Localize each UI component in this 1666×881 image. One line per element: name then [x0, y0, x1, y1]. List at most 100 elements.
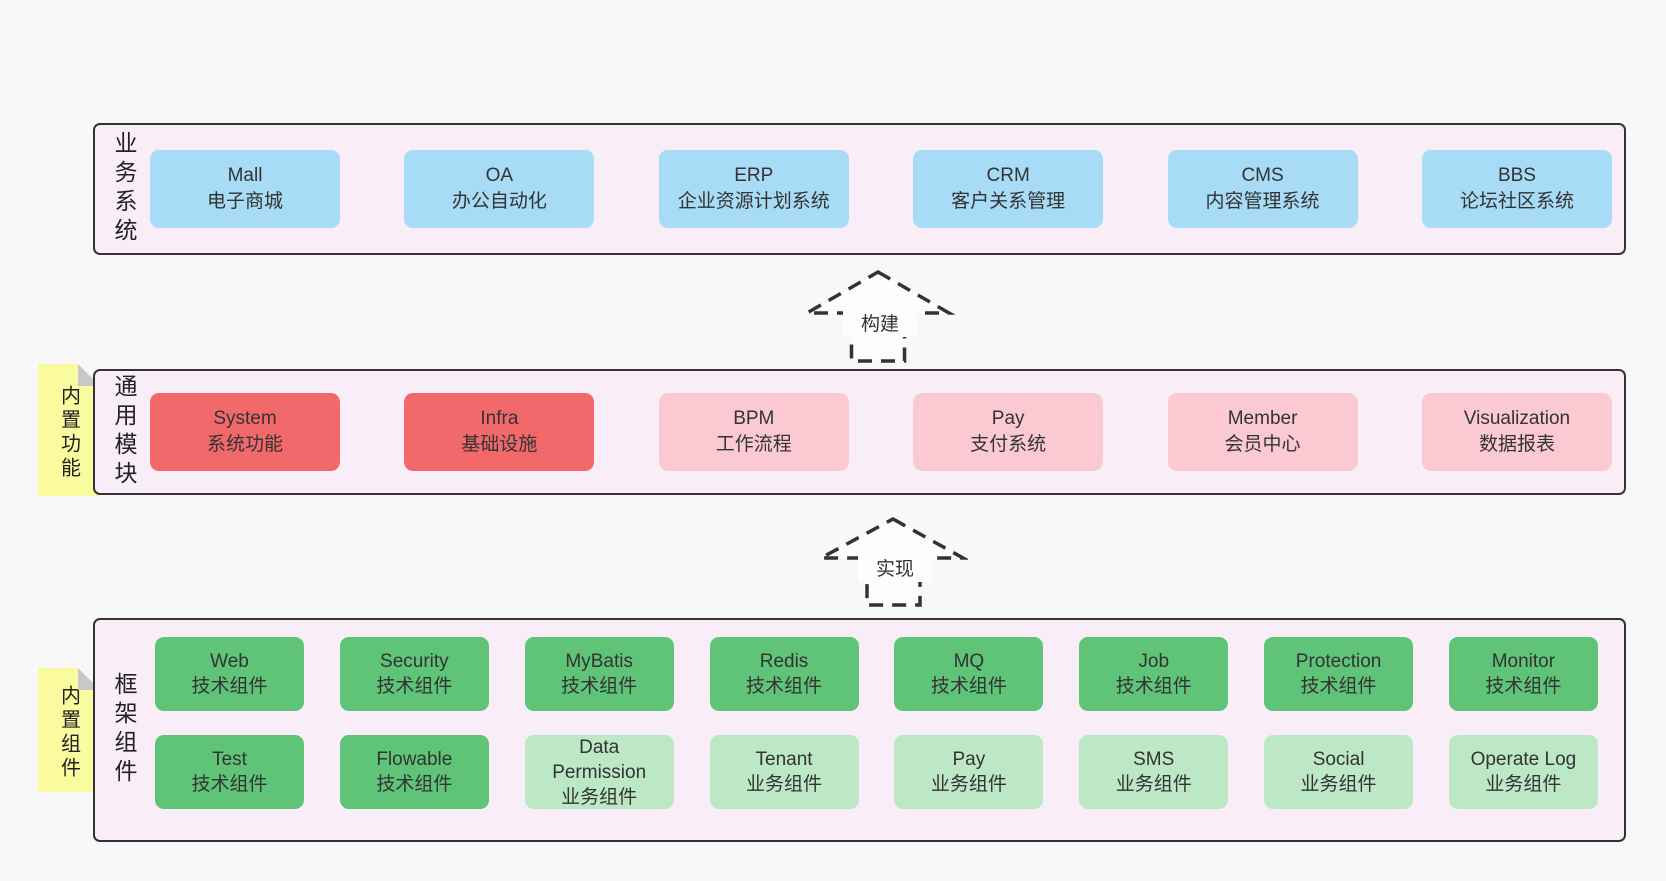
- module-title: BBS: [1497, 165, 1536, 186]
- component-subtitle: 技术组件: [191, 774, 268, 795]
- component-title: SMS: [1133, 749, 1175, 770]
- band-framework-components: 框架组件 Web 技术组件 Security 技术组件 MyBatis 技术组件…: [93, 618, 1626, 842]
- module-box-bbs: BBS 论坛社区系统: [1421, 150, 1612, 228]
- component-box-mq: MQ 技术组件: [894, 637, 1044, 711]
- module-subtitle: 工作流程: [715, 434, 792, 455]
- module-title: Infra: [480, 408, 519, 429]
- component-box-tenant: Tenant 业务组件: [709, 735, 859, 809]
- module-subtitle: 论坛社区系统: [1459, 191, 1574, 212]
- component-subtitle: 技术组件: [1115, 676, 1192, 697]
- component-box-sms: SMS 业务组件: [1079, 735, 1229, 809]
- module-title: Pay: [991, 408, 1025, 429]
- arrow-label-implement: 实现: [858, 553, 932, 582]
- component-subtitle: 业务组件: [746, 774, 823, 795]
- component-subtitle: 业务组件: [930, 774, 1007, 795]
- module-title: Mall: [227, 165, 263, 186]
- module-subtitle: 客户关系管理: [951, 191, 1066, 212]
- module-subtitle: 办公自动化: [451, 191, 547, 212]
- arrow-label-build: 构建: [843, 308, 917, 337]
- component-subtitle: 技术组件: [1485, 676, 1562, 697]
- module-subtitle: 电子商城: [206, 191, 283, 212]
- module-box-member: Member 会员中心: [1167, 393, 1358, 471]
- component-box-protection: Protection 技术组件: [1264, 637, 1414, 711]
- component-box-job: Job 技术组件: [1079, 637, 1229, 711]
- component-subtitle: 技术组件: [930, 676, 1007, 697]
- band-business-systems: 业务系统 Mall 电子商城 OA 办公自动化 ERP 企业资源计划系统 CRM…: [93, 123, 1626, 255]
- component-title: Test: [212, 749, 247, 770]
- module-subtitle: 会员中心: [1224, 434, 1301, 455]
- component-box-web: Web 技术组件: [155, 637, 304, 711]
- component-title: Monitor: [1491, 651, 1556, 672]
- component-title: Operate Log: [1470, 749, 1577, 770]
- module-subtitle: 支付系统: [970, 434, 1047, 455]
- component-subtitle: 技术组件: [376, 676, 453, 697]
- component-title: Data Permission: [552, 736, 647, 783]
- component-title: Protection: [1295, 651, 1382, 672]
- component-box-security: Security 技术组件: [339, 637, 489, 711]
- module-box-mall: Mall 电子商城: [150, 150, 340, 228]
- module-box-crm: CRM 客户关系管理: [913, 150, 1104, 228]
- component-box-mybatis: MyBatis 技术组件: [524, 637, 674, 711]
- component-subtitle: 业务组件: [1115, 774, 1192, 795]
- band-common-modules: 通用模块 System 系统功能 Infra 基础设施 BPM 工作流程 Pay…: [93, 369, 1626, 495]
- component-subtitle: 技术组件: [1300, 676, 1377, 697]
- component-title: Tenant: [755, 749, 813, 770]
- component-box-monitor: Monitor 技术组件: [1448, 637, 1598, 711]
- component-box-test: Test 技术组件: [155, 735, 304, 809]
- sticky-note-label: 内置组件: [57, 685, 80, 781]
- module-box-infra: Infra 基础设施: [404, 393, 595, 471]
- component-box-data-permission: Data Permission 业务组件: [524, 735, 674, 809]
- module-title: ERP: [734, 165, 774, 186]
- module-subtitle: 企业资源计划系统: [677, 191, 830, 212]
- band-label: 通用模块: [111, 374, 137, 490]
- module-box-pay: Pay 支付系统: [913, 393, 1104, 471]
- band-label: 业务系统: [111, 131, 137, 247]
- component-subtitle: 业务组件: [1485, 774, 1562, 795]
- module-title: Visualization: [1463, 408, 1571, 429]
- band-boxes-row: Web 技术组件 Security 技术组件 MyBatis 技术组件 Redi…: [155, 637, 1598, 711]
- component-title: MQ: [953, 651, 985, 672]
- band-boxes-row: System 系统功能 Infra 基础设施 BPM 工作流程 Pay 支付系统…: [150, 393, 1612, 471]
- sticky-note-built-in-components: 内置组件: [38, 668, 100, 792]
- band-boxes-row: Mall 电子商城 OA 办公自动化 ERP 企业资源计划系统 CRM 客户关系…: [150, 150, 1612, 228]
- module-subtitle: 数据报表: [1478, 434, 1555, 455]
- module-title: CRM: [986, 165, 1030, 186]
- component-title: Security: [380, 651, 449, 672]
- band-label: 框架组件: [111, 672, 137, 788]
- component-title: MyBatis: [565, 651, 633, 672]
- module-title: CMS: [1241, 165, 1284, 186]
- module-subtitle: 内容管理系统: [1205, 191, 1320, 212]
- sticky-note-label: 内置功能: [57, 385, 80, 481]
- component-title: Redis: [759, 651, 809, 672]
- component-box-flowable: Flowable 技术组件: [339, 735, 489, 809]
- component-subtitle: 技术组件: [561, 676, 638, 697]
- component-subtitle: 技术组件: [191, 676, 268, 697]
- module-subtitle: 系统功能: [206, 434, 283, 455]
- module-box-erp: ERP 企业资源计划系统: [658, 150, 849, 228]
- component-subtitle: 技术组件: [376, 774, 453, 795]
- module-title: BPM: [733, 408, 775, 429]
- module-box-cms: CMS 内容管理系统: [1167, 150, 1358, 228]
- component-subtitle: 技术组件: [746, 676, 823, 697]
- module-box-oa: OA 办公自动化: [404, 150, 595, 228]
- component-title: Pay: [952, 749, 986, 770]
- component-subtitle: 业务组件: [561, 786, 638, 808]
- component-title: Flowable: [376, 749, 453, 770]
- component-title: Social: [1312, 749, 1365, 770]
- sticky-note-built-in-features: 内置功能: [38, 364, 100, 496]
- module-box-system: System 系统功能: [150, 393, 340, 471]
- module-box-bpm: BPM 工作流程: [658, 393, 849, 471]
- module-box-visualization: Visualization 数据报表: [1421, 393, 1612, 471]
- component-box-redis: Redis 技术组件: [709, 637, 859, 711]
- component-box-operate-log: Operate Log 业务组件: [1448, 735, 1598, 809]
- module-title: Member: [1227, 408, 1298, 429]
- component-title: Job: [1138, 651, 1170, 672]
- module-title: System: [213, 408, 277, 429]
- module-title: OA: [485, 165, 514, 186]
- component-box-pay: Pay 业务组件: [894, 735, 1044, 809]
- component-title: Web: [210, 651, 249, 672]
- module-subtitle: 基础设施: [461, 434, 538, 455]
- band-boxes-row: Test 技术组件 Flowable 技术组件 Data Permission …: [155, 735, 1598, 809]
- component-subtitle: 业务组件: [1300, 774, 1377, 795]
